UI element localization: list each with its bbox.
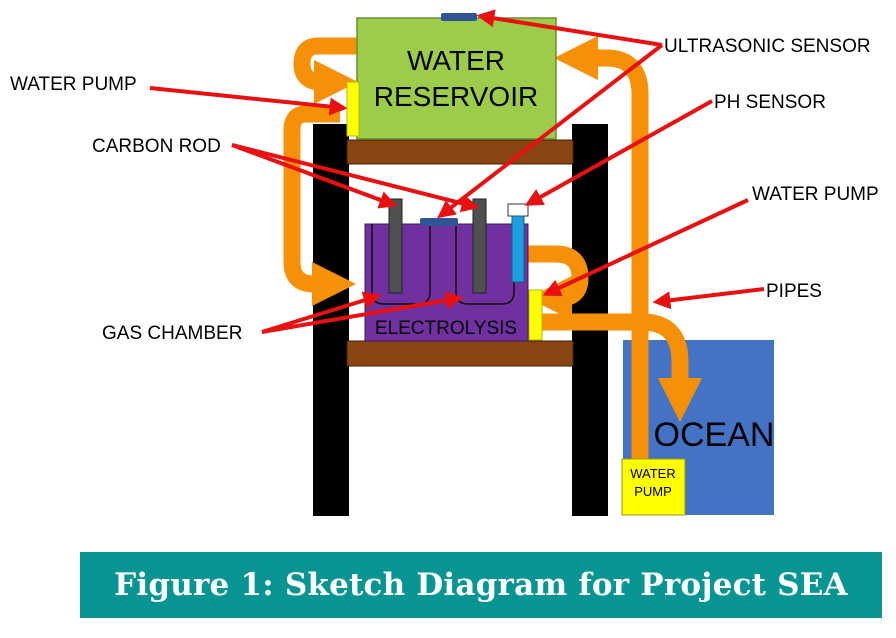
callout-ultrasonic-sensor: ULTRASONIC SENSOR: [664, 36, 871, 57]
pipe-left-down: [283, 105, 357, 307]
arrow-water-pump-right: [542, 198, 749, 297]
lower-shelf: [346, 340, 574, 367]
arrow-ultrasonic-top: [476, 9, 663, 47]
callout-carbon-rod: CARBON ROD: [92, 136, 221, 157]
arrow-pipes: [652, 287, 765, 310]
pipe-to-ocean: [542, 313, 703, 423]
bottom-pump-label-line1: WATER: [630, 466, 676, 481]
arrow-ph-sensor: [524, 99, 713, 206]
bottom-pump-label-line2: PUMP: [634, 484, 672, 499]
callout-arrows: [149, 9, 765, 334]
reservoir-label-line1: WATER: [407, 45, 505, 76]
pipe-top-left-loop: [293, 37, 360, 105]
arrow-water-pump-left: [149, 86, 348, 116]
callout-water-pump-right: WATER PUMP: [752, 184, 879, 205]
water-pump-bottom: [621, 458, 686, 516]
ocean-label: OCEAN: [654, 416, 775, 454]
callout-gas-chamber: GAS CHAMBER: [102, 323, 242, 344]
ultrasonic-sensor-electrolysis: [420, 218, 458, 226]
ultrasonic-sensor-top: [441, 13, 477, 21]
reservoir-label-line2: RESERVOIR: [374, 81, 538, 112]
carbon-rod-left: [388, 198, 403, 294]
arrow-carbon-rod-left: [231, 143, 398, 209]
callout-pipes: PIPES: [766, 281, 822, 302]
figure-caption: Figure 1: Sketch Diagram for Project SEA: [114, 567, 848, 603]
arrow-carbon-rod-right: [231, 143, 480, 213]
callout-water-pump-left: WATER PUMP: [10, 74, 137, 95]
arrow-gas-chamber-right: [261, 291, 464, 334]
ph-sensor-cap: [507, 203, 529, 217]
arrow-ultrasonic-electrolysis: [437, 43, 664, 219]
ph-sensor-probe: [511, 215, 525, 283]
electrolysis-label: ELECTROLYSIS: [375, 318, 517, 339]
callout-ph-sensor: PH SENSOR: [714, 92, 826, 113]
arrow-gas-chamber-left: [261, 291, 382, 334]
water-pump-left: [346, 81, 360, 137]
carbon-rod-right: [472, 198, 487, 294]
figure-caption-bar: Figure 1: Sketch Diagram for Project SEA: [80, 552, 882, 618]
water-pump-right: [528, 289, 543, 341]
water-reservoir: [356, 17, 557, 140]
upper-shelf: [346, 139, 574, 165]
